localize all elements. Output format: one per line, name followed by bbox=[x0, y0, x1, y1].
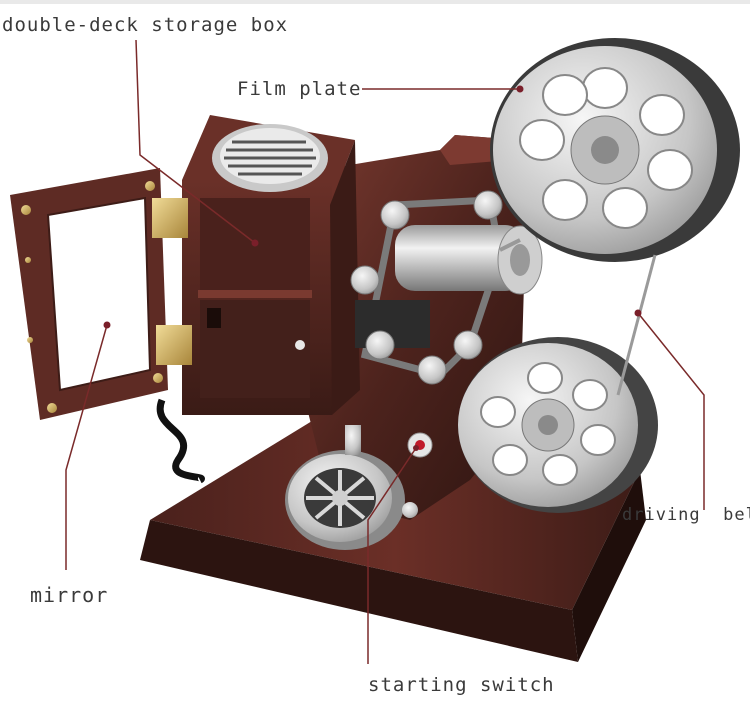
leader-starting-switch bbox=[367, 447, 417, 664]
storage-box bbox=[182, 115, 360, 415]
marker-storage-box bbox=[251, 239, 259, 247]
driving-belt-wire bbox=[616, 254, 657, 396]
markers bbox=[103, 85, 642, 451]
leader-mirror bbox=[65, 324, 108, 570]
label-storage-box: double-deck storage box bbox=[2, 14, 289, 36]
label-film-plate: Film plate bbox=[237, 78, 362, 100]
leader-lines bbox=[65, 39, 705, 664]
mechanism bbox=[350, 190, 543, 385]
top-strip bbox=[0, 0, 750, 4]
marker-starting-switch bbox=[413, 445, 419, 451]
marker-driving-belt bbox=[634, 309, 642, 317]
lower-film-reel bbox=[458, 337, 658, 513]
label-mirror: mirror bbox=[30, 583, 109, 607]
marker-film-plate bbox=[516, 85, 524, 93]
leader-storage-box bbox=[135, 39, 256, 244]
label-starting-switch: starting switch bbox=[368, 674, 555, 696]
marker-mirror bbox=[103, 321, 111, 329]
label-driving-belt: driving belt bbox=[622, 505, 750, 525]
leader-driving-belt bbox=[637, 312, 705, 510]
mirror-door bbox=[10, 168, 205, 484]
upper-film-reel bbox=[490, 38, 740, 262]
crank-wheel bbox=[285, 425, 418, 550]
